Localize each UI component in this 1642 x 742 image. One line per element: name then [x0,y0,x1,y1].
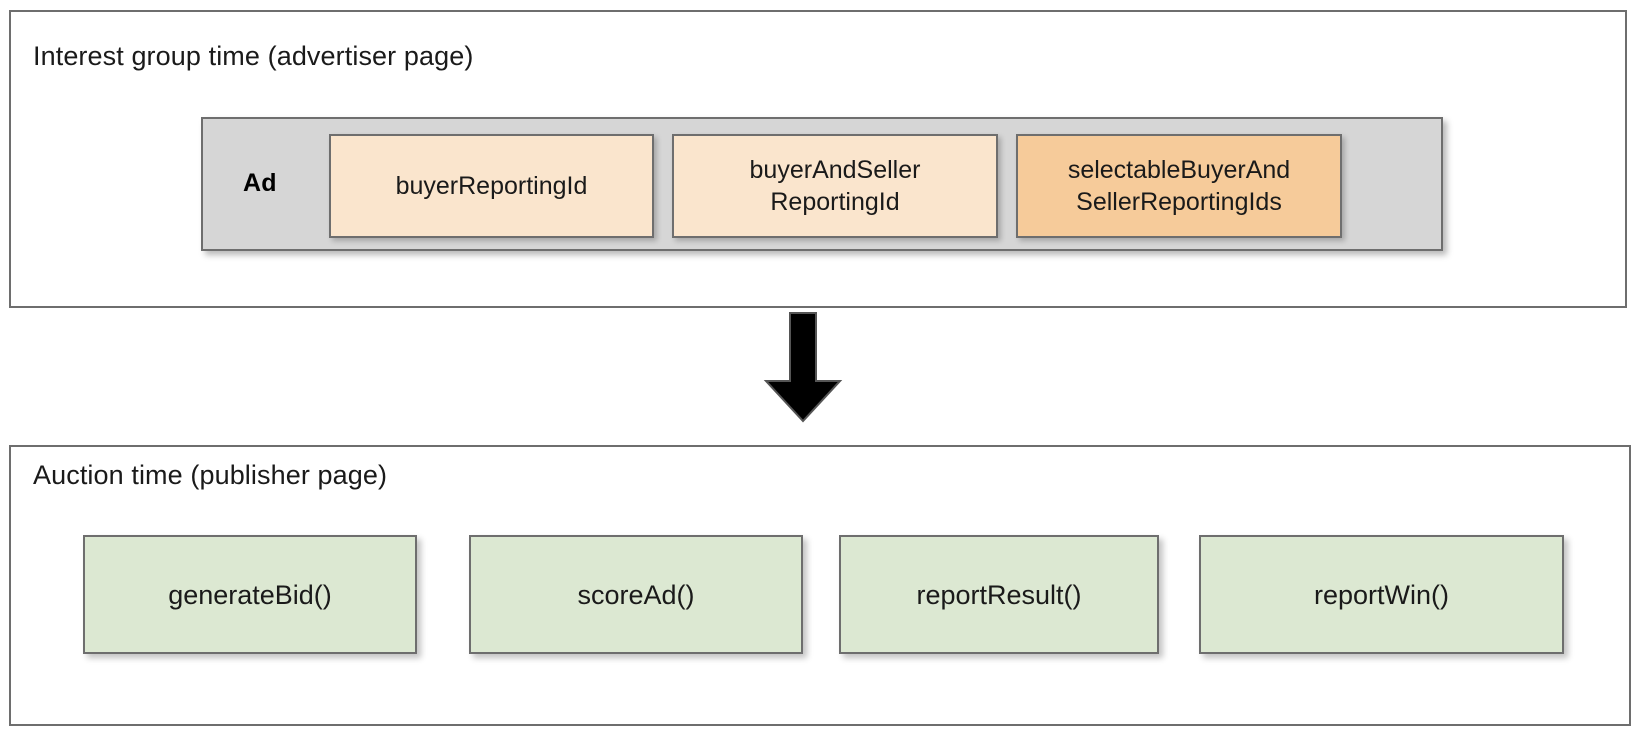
function-box-report-win[interactable]: reportWin() [1199,535,1564,654]
publisher-section-panel: Auction time (publisher page) generateBi… [9,445,1631,726]
function-box-score-ad[interactable]: scoreAd() [469,535,803,654]
reporting-id-box-selectable-buyer-and-seller-reporting-ids[interactable]: selectableBuyerAnd SellerReportingIds [1016,134,1342,238]
reporting-id-label-line: buyerAndSeller [749,156,921,184]
advertiser-section-title: Interest group time (advertiser page) [33,41,474,71]
reporting-id-label: buyerReportingId [396,170,588,202]
function-box-report-result[interactable]: reportResult() [839,535,1159,654]
reporting-id-label-line: SellerReportingIds [1076,188,1282,216]
ad-container: Ad buyerReportingId buyerAndSeller Repor… [201,117,1443,251]
function-box-generate-bid[interactable]: generateBid() [83,535,417,654]
reporting-id-label: buyerAndSeller ReportingId [750,154,921,218]
ad-label: Ad [243,169,277,197]
reporting-id-label: selectableBuyerAnd SellerReportingIds [1068,154,1290,218]
reporting-id-label-line: buyerReportingId [395,172,588,200]
publisher-section-title: Auction time (publisher page) [33,460,388,490]
advertiser-section-panel: Interest group time (advertiser page) Ad… [9,10,1627,308]
reporting-id-label-line: selectableBuyerAnd [1067,156,1291,184]
down-arrow-icon [763,312,843,423]
reporting-id-label-line: ReportingId [770,188,900,216]
reporting-id-box-buyer-reporting-id[interactable]: buyerReportingId [329,134,654,238]
reporting-id-box-buyer-and-seller-reporting-id[interactable]: buyerAndSeller ReportingId [672,134,998,238]
